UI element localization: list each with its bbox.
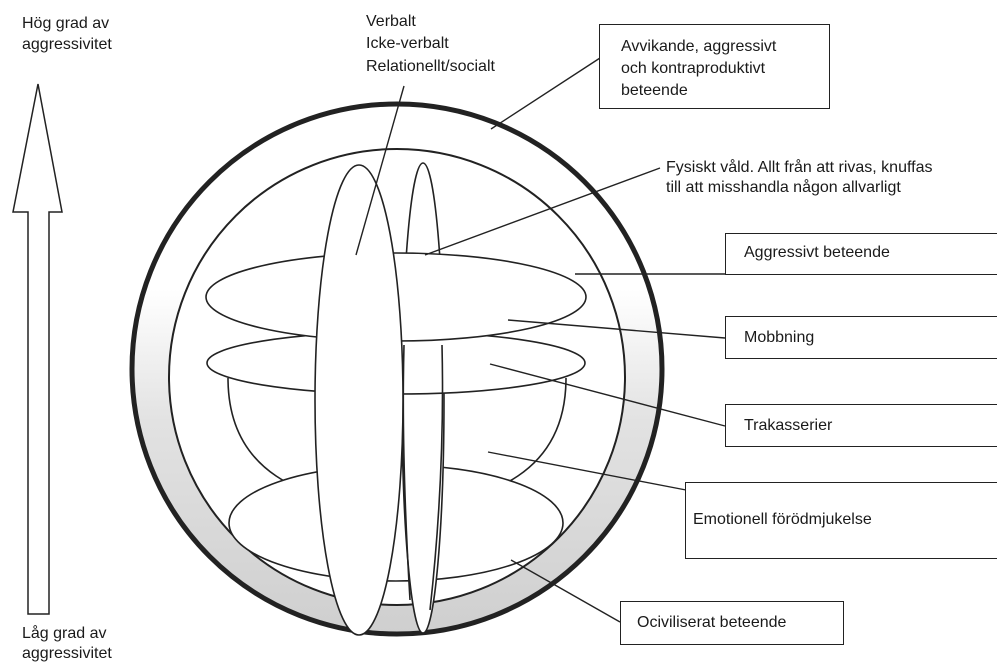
type-relational: Relationellt/socialt	[366, 57, 495, 76]
emotional-label: Emotionell förödmjukelse	[693, 510, 872, 529]
deviant-line2: och kontraproduktivt	[621, 59, 765, 78]
up-arrow	[13, 84, 62, 614]
type-nonverbal: Icke-verbalt	[366, 34, 449, 53]
axis-high-line1: Hög grad av	[22, 14, 109, 33]
bullying-label: Mobbning	[744, 328, 814, 347]
incivility-label: Ociviliserat beteende	[637, 613, 786, 632]
deviant-line3: beteende	[621, 81, 688, 100]
harassment-label: Trakasserier	[744, 416, 832, 435]
leader-deviant	[491, 58, 600, 129]
axis-low-line1: Låg grad av	[22, 624, 107, 643]
axis-high-line2: aggressivitet	[22, 35, 112, 54]
front-vertical-ellipse	[315, 165, 403, 635]
deviant-line1: Avvikande, aggressivt	[621, 37, 776, 56]
type-verbal: Verbalt	[366, 12, 416, 31]
physical-line1: Fysiskt våld. Allt från att rivas, knuff…	[666, 158, 997, 177]
physical-line2: till att misshandla någon allvarligt	[666, 178, 901, 197]
axis-low-line2: aggressivitet	[22, 644, 112, 663]
aggressive-label: Aggressivt beteende	[744, 243, 890, 262]
